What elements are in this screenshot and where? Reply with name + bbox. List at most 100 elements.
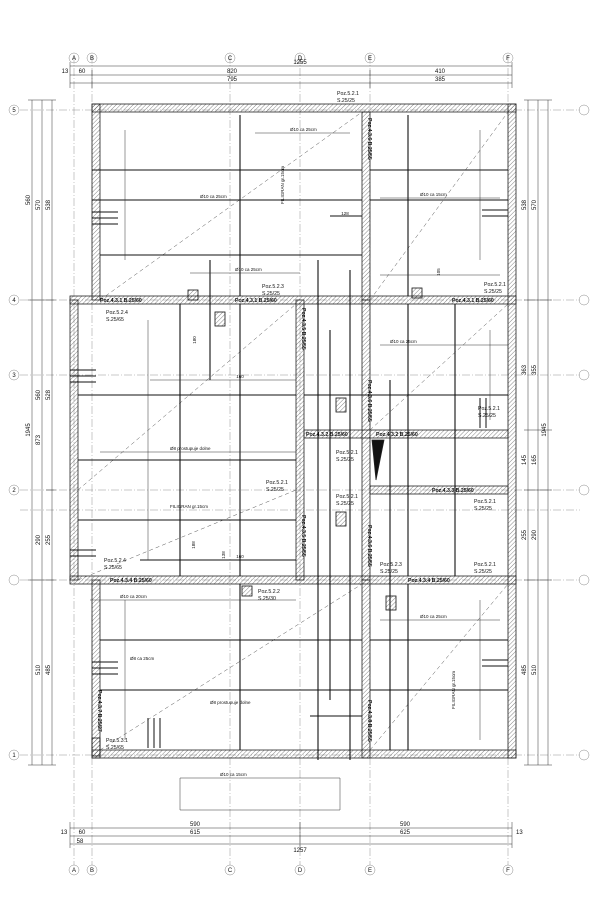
dim-left-overall: 1945	[26, 423, 32, 437]
axis-label-e-bottom: E	[368, 868, 372, 874]
beam-label-4-3-2-left: Poz.4.3.2 B.25/60	[306, 432, 348, 438]
dim-left-1: 560	[26, 194, 32, 205]
rebar-note-mid-3: FILIGRAN gr.15cm	[170, 504, 208, 509]
dim-right-8: 290	[532, 529, 538, 540]
dim-interior-6: 105	[436, 268, 441, 276]
axis-label-3: 3	[12, 373, 16, 379]
col-label-5-2-1-mid-a-pos: Poz.5.2.1	[336, 450, 358, 456]
dim-interior-7: 128	[341, 211, 349, 216]
dim-interior-5: 180	[192, 336, 197, 344]
beam-label-4-3-1-mid: Poz.4.3.1 B.25/60	[235, 298, 277, 304]
col-label-5-2-1-right-a-size: S.25/25	[484, 289, 502, 295]
dim-right-4: 355	[532, 364, 538, 375]
dim-interior-3: 188	[191, 541, 196, 549]
axis-label-f-bottom: F	[506, 868, 510, 874]
axis-label-d-bottom: D	[298, 868, 303, 874]
col-label-5-2-1-right-d-size: S.25/25	[474, 569, 492, 575]
col-label-5-2-3-top-size: S.25/25	[262, 291, 280, 297]
beam-label-4-3-8: Poz.4.3.8 B.25/55	[366, 700, 372, 742]
axis-label-a-bottom: A	[72, 868, 76, 874]
rebar-note-mid-2: Ø8 prostupuje dolne	[170, 446, 211, 451]
interior-walls	[295, 111, 371, 759]
column-markers	[91, 287, 423, 757]
beam-label-4-3-6-low: Poz.4.3.6 B.25/55	[366, 525, 372, 567]
dim-bottom-span-1: 615	[190, 830, 201, 836]
dim-left-2: 570	[36, 199, 42, 210]
dim-right-10: 510	[532, 664, 538, 675]
rebar-note-low-4: Ø8 prostupuje dolne	[210, 700, 251, 705]
dim-right-2: 570	[532, 199, 538, 210]
col-label-5-2-1-right-b-size: S.25/25	[478, 413, 496, 419]
dim-right-overall: 1945	[542, 423, 548, 437]
dimension-lines-bottom	[69, 822, 513, 848]
axis-label-2: 2	[12, 488, 16, 494]
beam-label-4-3-6-top: Poz.4.3.6 B.25/55	[366, 118, 372, 160]
dim-right-3: 363	[522, 364, 528, 375]
rebar-note-mid-1: Ø10 ca 25cm	[390, 339, 417, 344]
dim-top-span-1: 820	[227, 69, 238, 75]
rebar-note-bottom: Ø10 ca 15cm	[220, 772, 247, 777]
col-label-5-2-1-right-b-pos: Poz.5.2.1	[478, 406, 500, 412]
axis-label-b-top: B	[90, 56, 94, 62]
rebar-note-top-3: Ø10 ca 15cm	[420, 192, 447, 197]
dim-left-9: 485	[46, 664, 52, 675]
beam-label-4-3-7: Poz.4.3.7 B.25/27	[96, 690, 102, 732]
col-label-5-2-3-top-pos: Poz.5.2.3	[262, 284, 284, 290]
rebar-note-filigran-low: FILIGRAN gr.15cm	[451, 671, 456, 709]
beam-label-4-3-4-right: Poz.4.3.4 B.25/60	[408, 578, 450, 584]
col-label-5-2-3-low-size: S.25/25	[380, 569, 398, 575]
col-label-5-2-3-low-pos: Poz.5.2.3	[380, 562, 402, 568]
col-label-5-2-1-right-c-pos: Poz.5.2.1	[474, 499, 496, 505]
col-label-5-2-1-right-a-pos: Poz.5.2.1	[484, 282, 506, 288]
dim-bottom-edge-2: 13	[61, 830, 68, 836]
axis-label-4: 4	[12, 298, 16, 304]
col-label-5-3-1-size: S.25/65	[106, 745, 124, 751]
dim-top-edge-1: 60	[79, 69, 86, 75]
beam-bands	[69, 295, 517, 585]
col-label-5-2-1-mid-c-pos: Poz.5.2.1	[336, 494, 358, 500]
axis-bubbles	[8, 52, 590, 876]
axis-label-b-bottom: B	[90, 868, 94, 874]
col-label-5-2-1-right-c-size: S.25/25	[474, 506, 492, 512]
dim-bottom-overall: 1257	[293, 848, 307, 854]
beam-label-4-3-4-left: Poz.4.3.4 B.25/60	[110, 578, 152, 584]
dim-bottom-edge-4: 13	[516, 830, 523, 836]
axis-label-d-top: D	[298, 56, 303, 62]
rebar-note-low-1: Ø10 ca 20cm	[120, 594, 147, 599]
rebar-note-top-2: Ø10 ca 25cm	[200, 194, 227, 199]
col-label-5-2-1-right-d-pos: Poz.5.2.1	[474, 562, 496, 568]
dim-right-7: 255	[522, 529, 528, 540]
axis-label-e-top: E	[368, 56, 372, 62]
col-label-5-2-1-mid-b-size: S.25/25	[266, 487, 284, 493]
col-label-5-2-2-pos: Poz.5.2.2	[258, 589, 280, 595]
axis-label-1: 1	[12, 753, 16, 759]
rebar-note-top-4: Ø10 ca 25cm	[235, 267, 262, 272]
col-label-5-2-4-left-a-size: S.25/65	[106, 317, 124, 323]
slab-diagonals	[77, 111, 509, 751]
axis-label-c-top: C	[228, 56, 233, 62]
rebar-note-low-3: Ø8 ca 25cm	[130, 656, 155, 661]
dim-top-inner-1: 795	[227, 77, 238, 83]
dimension-lines-left	[28, 99, 56, 766]
distribution-arrows	[90, 130, 508, 811]
dim-top-overall: 1255	[293, 60, 307, 66]
dim-left-7: 255	[46, 534, 52, 545]
dim-interior-1: 160	[236, 374, 244, 379]
dim-right-1: 538	[522, 199, 528, 210]
dim-right-9: 485	[522, 664, 528, 675]
dim-bottom-span-2: 625	[400, 830, 411, 836]
dim-interior-4: 138	[221, 551, 226, 559]
col-label-5-2-4-left-b-pos: Poz.5.2.4	[104, 558, 126, 564]
dim-bottom-inner-1: 590	[190, 822, 201, 828]
col-label-5-2-1-top-size: S.25/25	[337, 98, 355, 104]
beam-label-4-3-6-mid: Poz.4.3.6 B.25/55	[366, 380, 372, 422]
beam-label-4-3-5-low: Poz.4.3.5 B.25/55	[300, 515, 306, 557]
dim-left-5: 528	[46, 389, 52, 400]
axis-label-5: 5	[12, 108, 16, 114]
col-label-5-2-1-top-pos: Poz.5.2.1	[337, 91, 359, 97]
rebar-note-filigran-top: FILIGRAN gr.15cm	[280, 166, 285, 204]
dim-right-5: 145	[522, 454, 528, 465]
axis-label-a-top: A	[72, 56, 76, 62]
dim-top-span-2: 410	[435, 69, 446, 75]
